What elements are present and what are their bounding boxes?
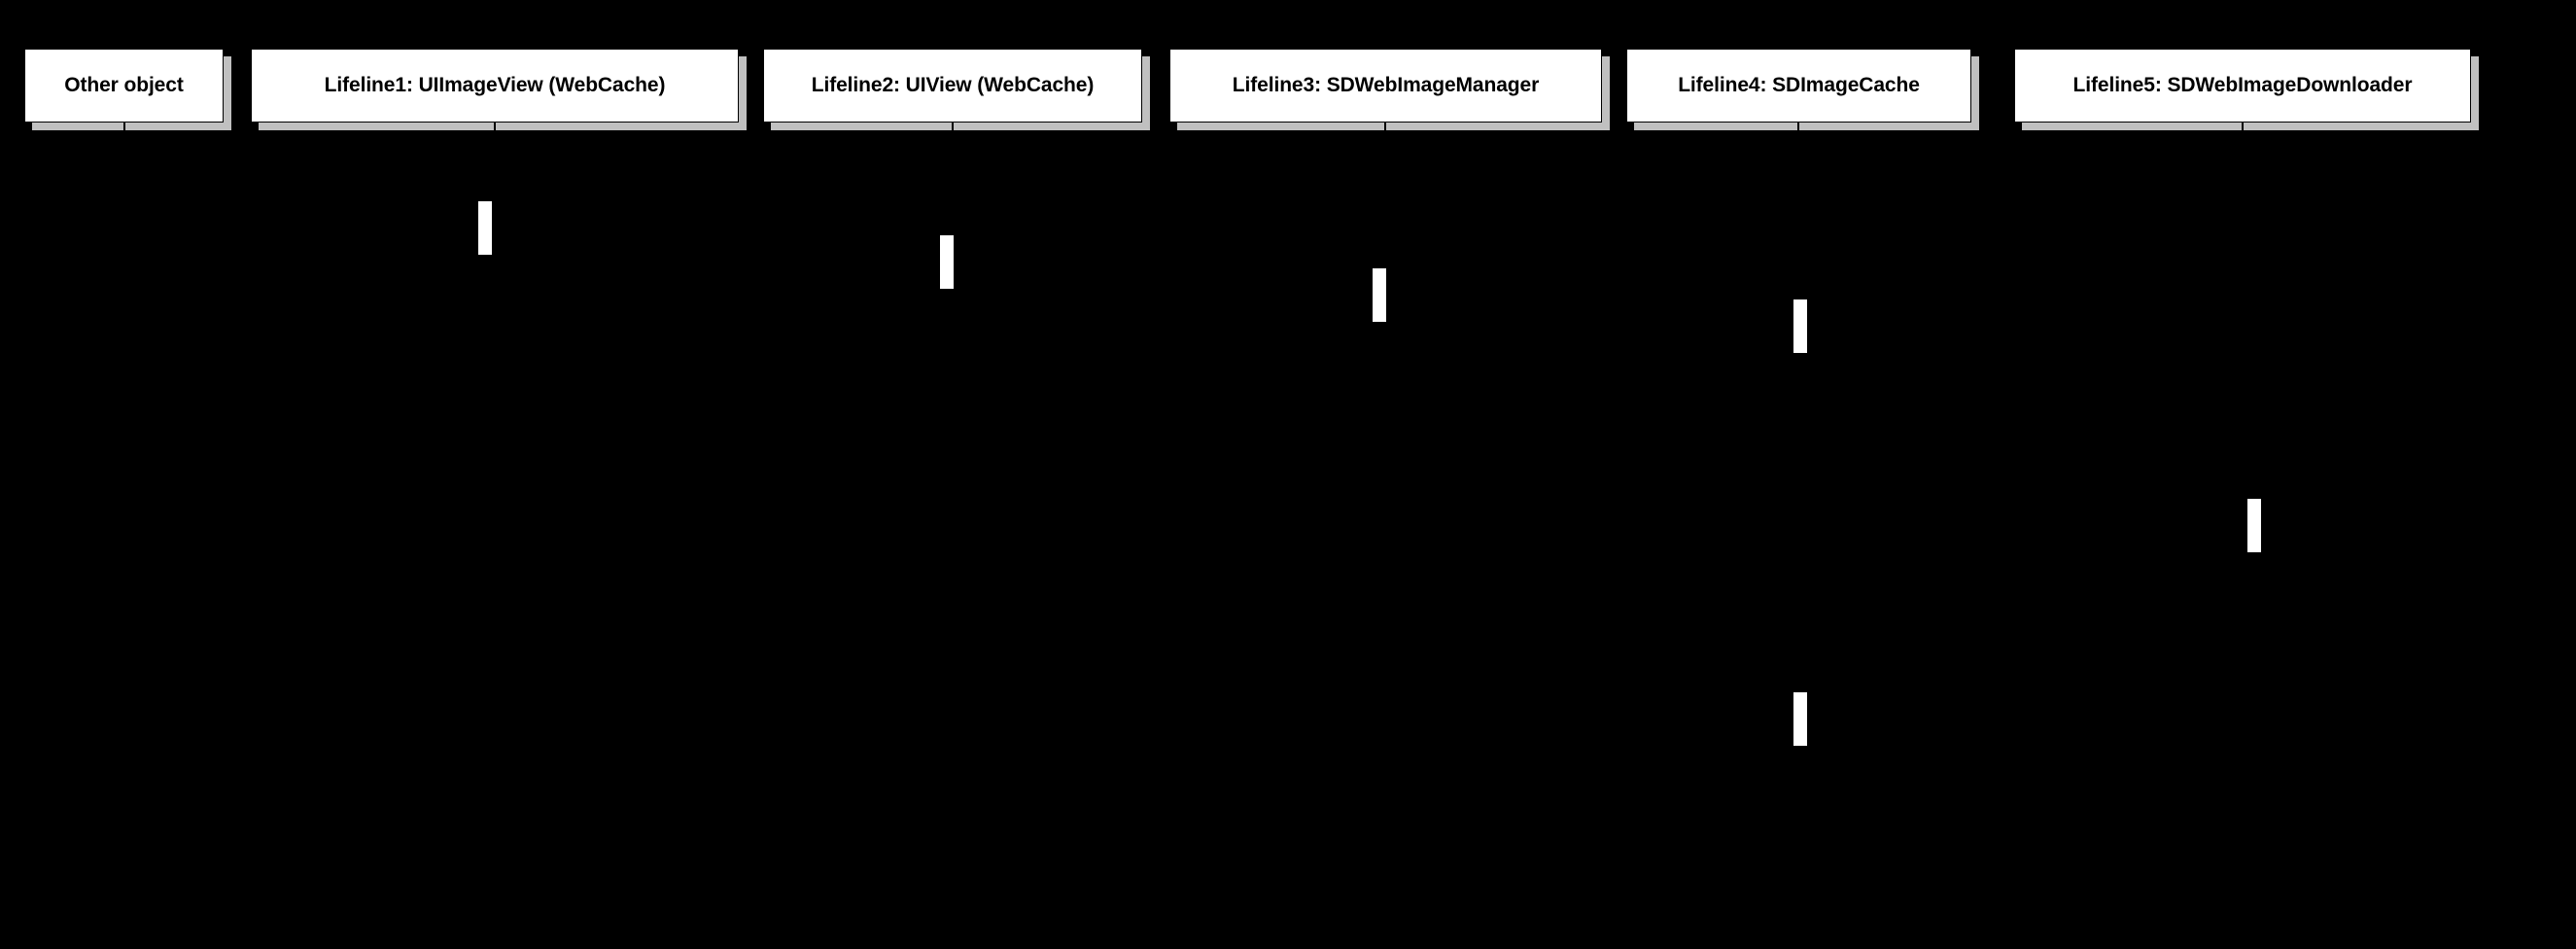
lifeline-header-box: Lifeline3: SDWebImageManager xyxy=(1169,49,1602,123)
lifeline-header-lifeline4[interactable]: Lifeline4: SDImageCache xyxy=(1626,49,1979,130)
activation-bar-lifeline5[interactable] xyxy=(2247,499,2261,552)
lifeline-header-box: Lifeline5: SDWebImageDownloader xyxy=(2014,49,2471,123)
lifeline-header-label: Lifeline3: SDWebImageManager xyxy=(1232,74,1540,96)
lifeline-tick-lifeline4 xyxy=(1797,123,1799,134)
lifeline-tick-lifeline5 xyxy=(2242,123,2244,134)
lifeline-tick-lifeline1 xyxy=(494,123,496,134)
lifeline-header-label: Lifeline5: SDWebImageDownloader xyxy=(2072,74,2413,96)
lifeline-header-lifeline1[interactable]: Lifeline1: UIImageView (WebCache) xyxy=(251,49,747,130)
lifeline-header-box: Lifeline4: SDImageCache xyxy=(1626,49,1971,123)
lifeline-header-label: Lifeline4: SDImageCache xyxy=(1678,74,1920,96)
activation-bar-lifeline3[interactable] xyxy=(1373,268,1386,322)
lifeline-header-label: Lifeline1: UIImageView (WebCache) xyxy=(324,74,666,96)
lifeline-tick-lifeline3 xyxy=(1384,123,1386,134)
activation-bar-lifeline4-second[interactable] xyxy=(1793,692,1807,746)
lifeline-tick-other-object xyxy=(123,123,125,134)
lifeline-header-other-object[interactable]: Other object xyxy=(24,49,231,130)
lifeline-header-box: Lifeline2: UIView (WebCache) xyxy=(763,49,1142,123)
lifeline-tick-lifeline2 xyxy=(952,123,954,134)
activation-bar-lifeline1[interactable] xyxy=(478,201,492,255)
lifeline-header-lifeline5[interactable]: Lifeline5: SDWebImageDownloader xyxy=(2014,49,2479,130)
activation-bar-lifeline4-first[interactable] xyxy=(1793,299,1807,353)
lifeline-header-lifeline3[interactable]: Lifeline3: SDWebImageManager xyxy=(1169,49,1610,130)
lifeline-header-box: Other object xyxy=(24,49,224,123)
lifeline-header-lifeline2[interactable]: Lifeline2: UIView (WebCache) xyxy=(763,49,1150,130)
lifeline-header-label: Lifeline2: UIView (WebCache) xyxy=(811,74,1095,96)
lifeline-header-label: Other object xyxy=(64,74,184,96)
activation-bar-lifeline2[interactable] xyxy=(940,235,954,289)
lifeline-header-box: Lifeline1: UIImageView (WebCache) xyxy=(251,49,739,123)
